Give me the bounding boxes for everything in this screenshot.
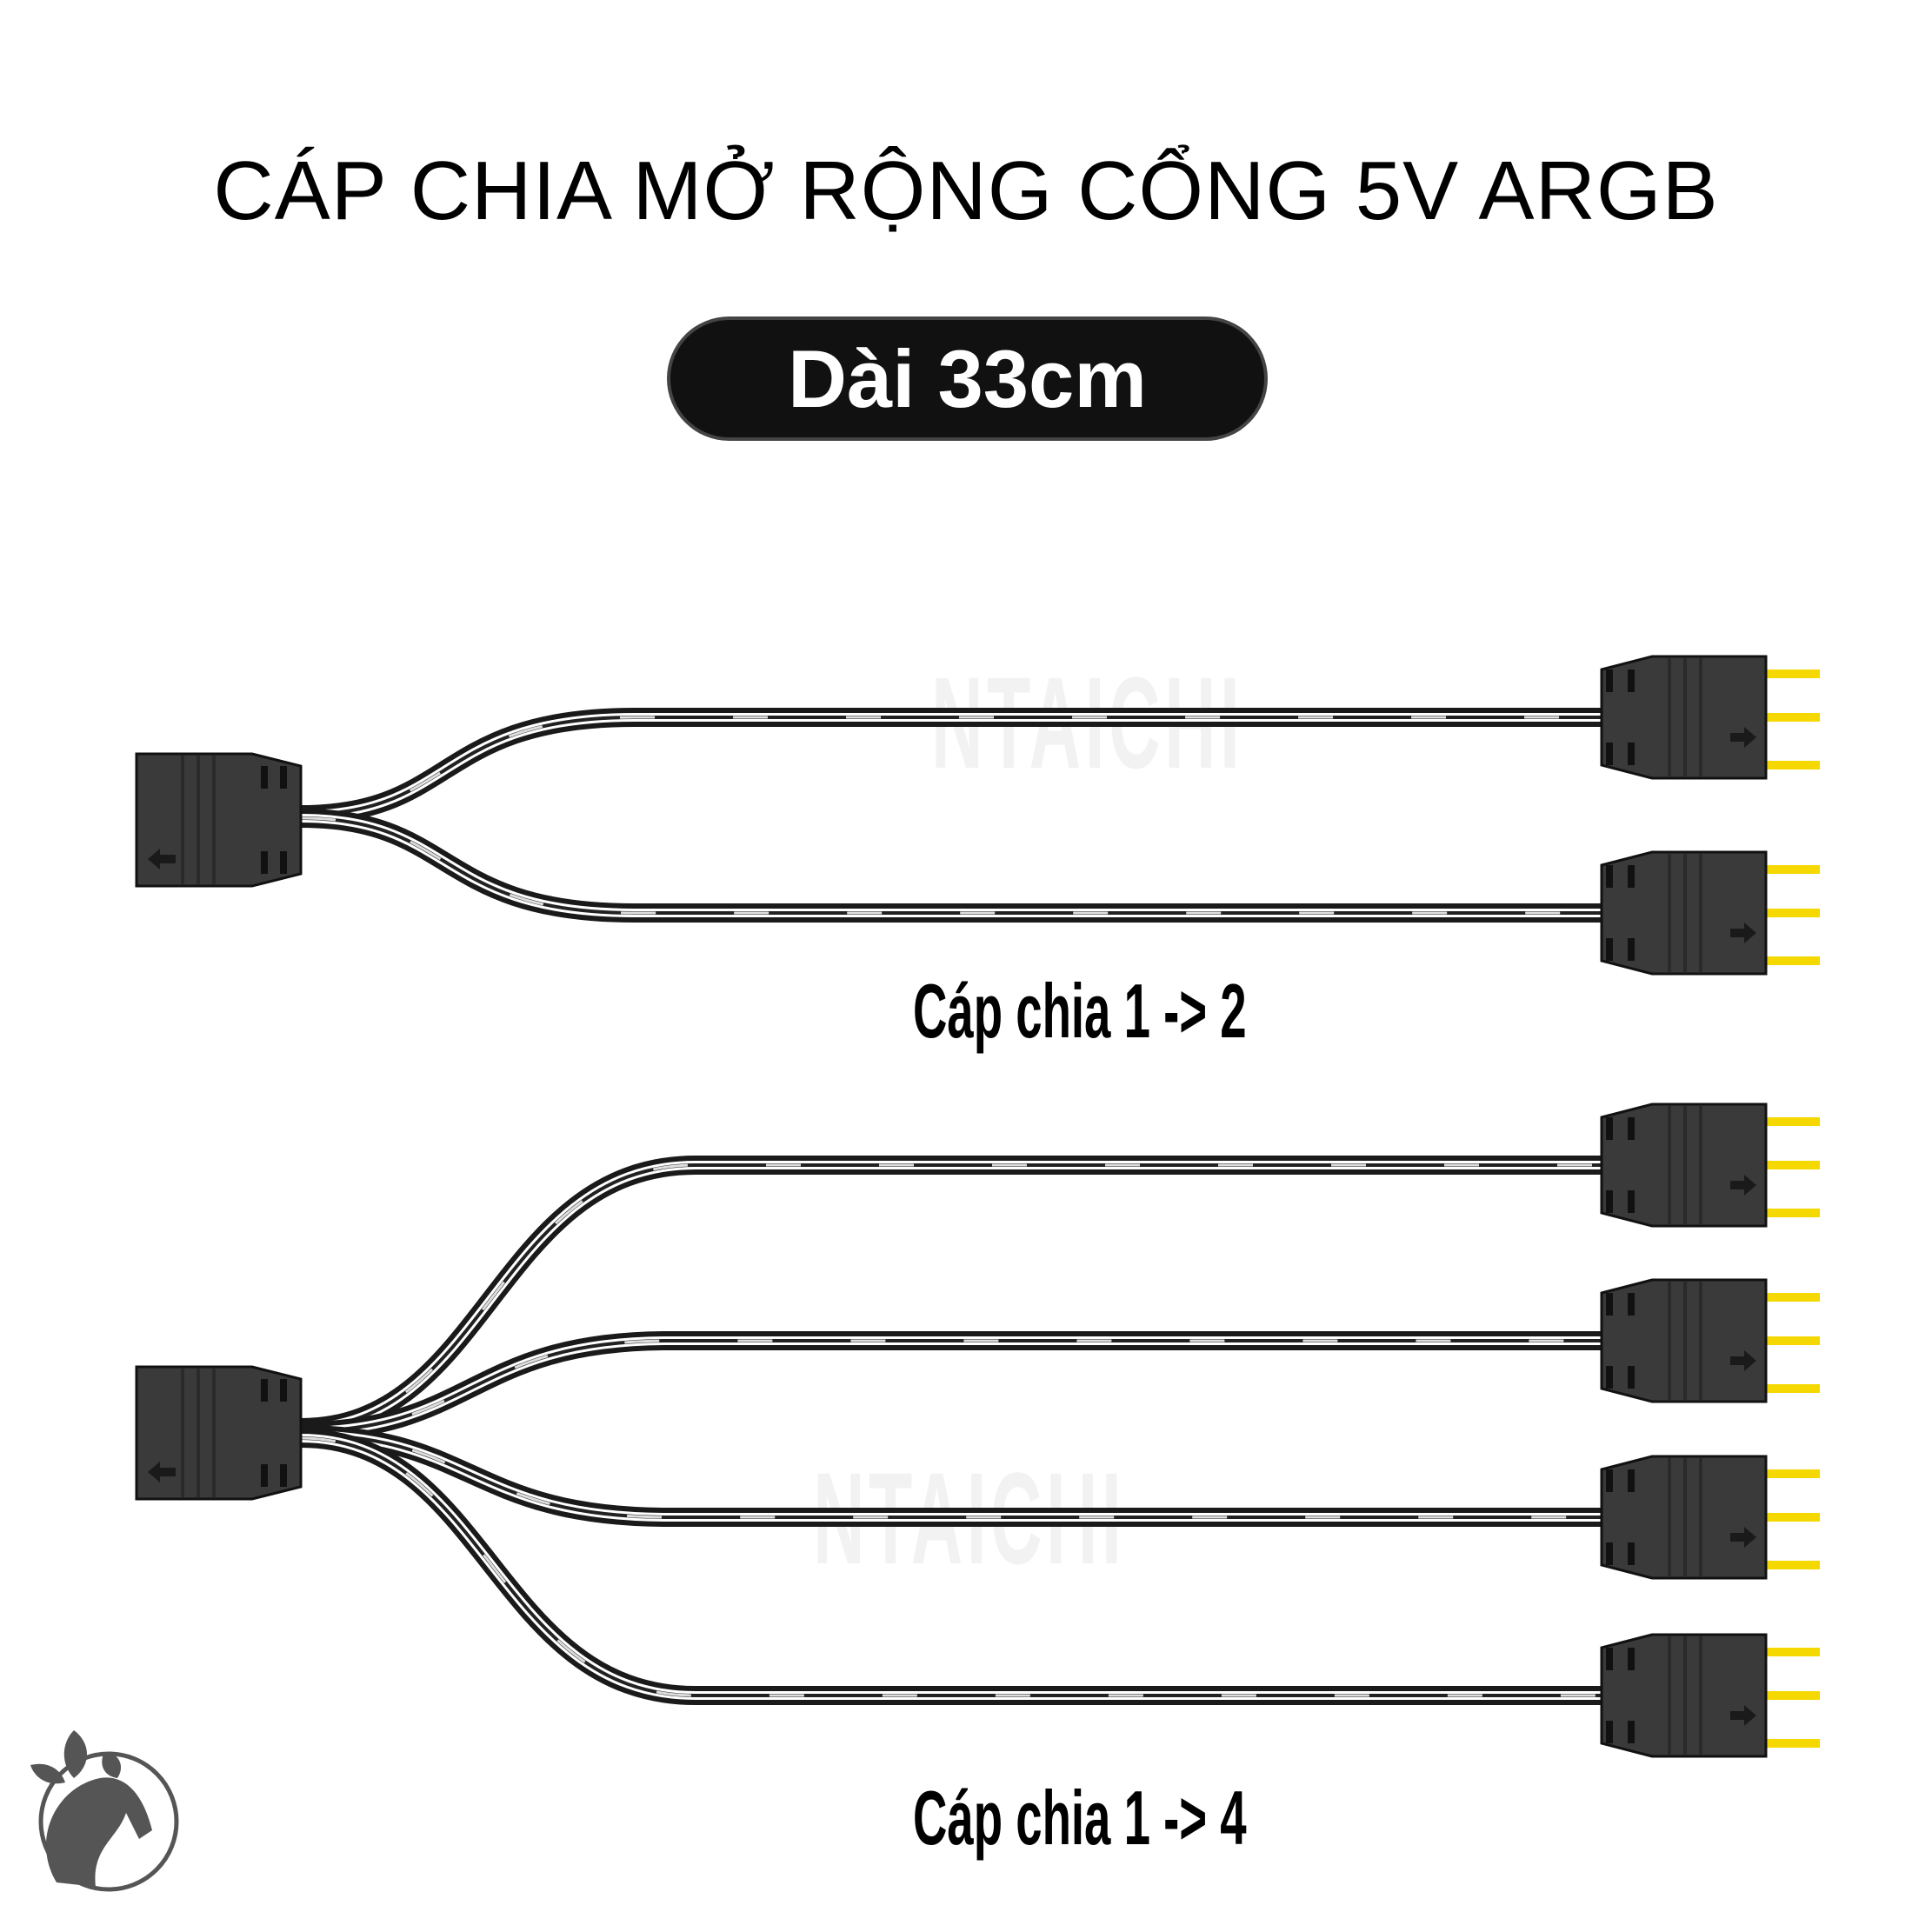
pin [1766,1209,1820,1217]
cable [300,809,1604,923]
pin [1766,1648,1820,1656]
arrow-left-icon [148,1462,176,1482]
arrow-left-icon [148,849,176,869]
cable [300,1331,1604,1441]
pin [1766,1384,1820,1393]
pin [1766,1293,1820,1302]
splitter-1-to-4-label: Cáp chia 1 -> 4 [913,1775,1247,1861]
brand-logo [30,1730,179,1892]
pin [1766,670,1820,678]
pin [1766,761,1820,769]
pin [1766,1691,1820,1700]
pin [1766,909,1820,917]
arrow-right-icon [1730,923,1756,943]
page-title: CÁP CHIA MỞ RỘNG CỔNG 5V ARGB [213,144,1719,237]
pin [1766,1561,1820,1569]
cable [300,1156,1604,1437]
pin [1766,956,1820,965]
output-connector [1600,655,1820,780]
cable [300,1429,1604,1705]
arrow-right-icon [1730,1175,1756,1196]
arrow-right-icon [1730,1527,1756,1548]
pin [1766,1161,1820,1169]
cable [300,1425,1604,1527]
output-connector [1600,1455,1820,1580]
pin [1766,1469,1820,1478]
arrow-right-icon [1730,727,1756,748]
output-connector [1600,850,1820,976]
pin [1766,865,1820,874]
length-badge: Dài 33cm [670,320,1264,437]
pin [1766,1513,1820,1522]
output-connector [1600,1633,1820,1758]
arrow-right-icon [1730,1705,1756,1726]
pin [1766,1336,1820,1345]
output-connector [1600,1278,1820,1403]
length-badge-text: Dài 33cm [788,332,1147,424]
pin [1766,713,1820,722]
pin [1766,1739,1820,1748]
splitter-1-to-2-label: Cáp chia 1 -> 2 [913,968,1247,1054]
cable [300,708,1604,824]
input-connector [135,1365,303,1501]
arrow-right-icon [1730,1350,1756,1371]
input-connector [135,752,303,888]
output-connector [1600,1103,1820,1228]
pin [1766,1117,1820,1126]
